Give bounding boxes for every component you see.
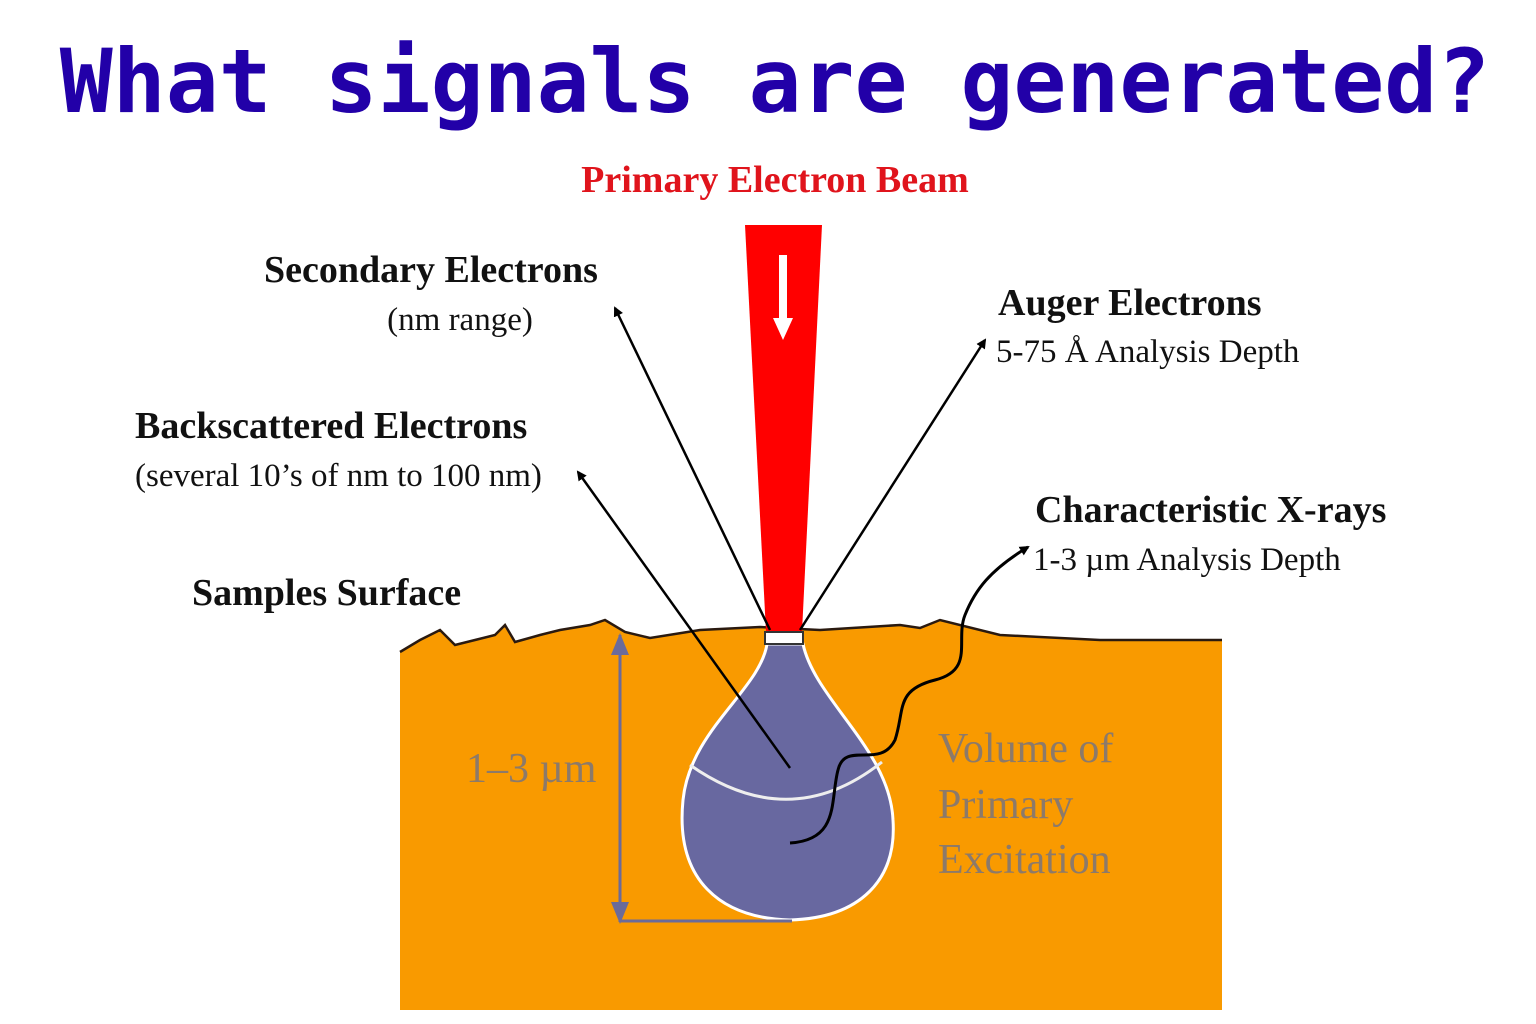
backscattered-label: Backscattered Electrons <box>135 405 527 447</box>
surface-line <box>399 618 1222 654</box>
surface-label: Samples Surface <box>192 572 461 614</box>
xray-arrow <box>789 545 1030 845</box>
secondary-label: Secondary Electrons <box>264 249 598 291</box>
electron-beam <box>745 225 822 632</box>
volume-label-1: Volume of <box>938 726 1113 772</box>
auger-sub: 5-75 Å Analysis Depth <box>996 333 1300 370</box>
secondary-sub: (nm range) <box>387 302 533 338</box>
beam-arrow-icon <box>773 255 793 340</box>
page-title: What signals are generated? <box>60 30 1490 133</box>
surface-spot <box>764 631 804 645</box>
auger-arrow <box>798 338 987 631</box>
xrays-sub: 1-3 µm Analysis Depth <box>1033 542 1341 578</box>
volume-label-2: Primary <box>938 782 1073 828</box>
depth-label: 1–3 µm <box>466 746 597 792</box>
xrays-label: Characteristic X-rays <box>1035 489 1386 531</box>
volume-label-3: Excitation <box>938 837 1111 883</box>
backscatter-arrow <box>576 470 792 769</box>
auger-label: Auger Electrons <box>998 282 1262 324</box>
beam-label: Primary Electron Beam <box>581 159 969 201</box>
backscattered-sub: (several 10’s of nm to 100 nm) <box>135 458 542 494</box>
secondary-arrow <box>613 306 772 631</box>
volume-boundary <box>689 760 883 801</box>
